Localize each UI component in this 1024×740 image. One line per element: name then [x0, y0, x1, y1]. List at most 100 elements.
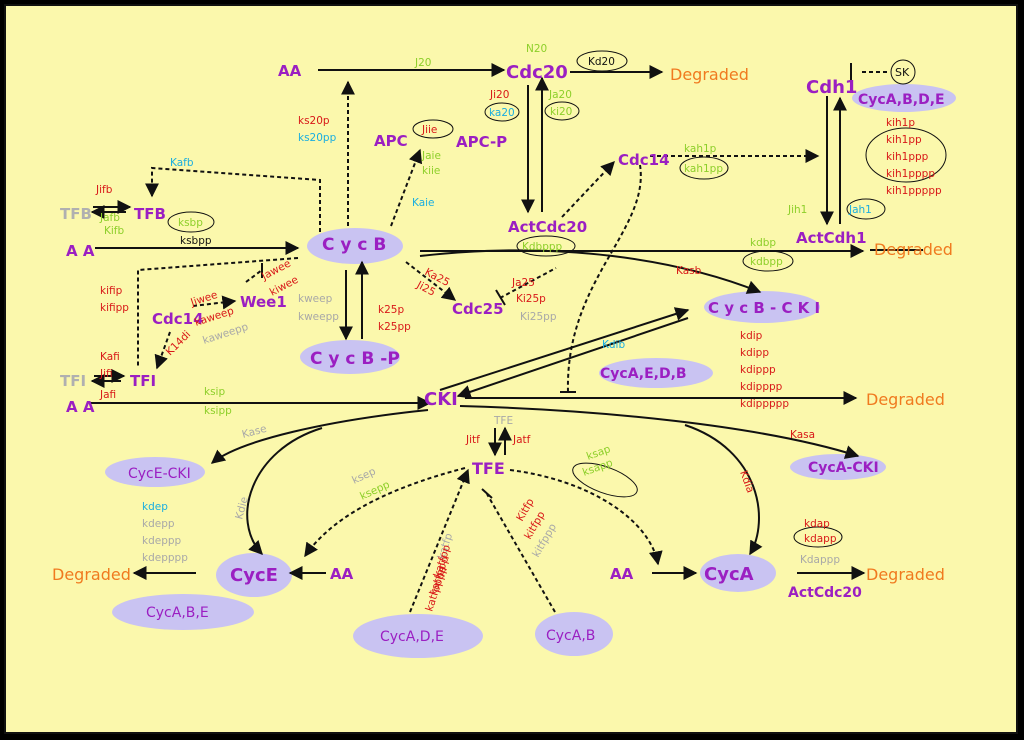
cdh1-inhibitors: CycA,B,D,E [858, 92, 945, 108]
cyca-b: CycA,B [546, 628, 595, 644]
rate-kifipp: kifipp [100, 302, 129, 314]
rate-jih1: Jih1 [787, 204, 807, 216]
blob-cyca-edb [599, 358, 713, 388]
cdh1-node: Cdh1 [806, 77, 857, 98]
rate-ki25p: Ki25p [516, 293, 546, 305]
blob-cdh1-inhibitors [852, 84, 956, 112]
blob-cyce [216, 553, 292, 597]
degraded-cycb: Degraded [874, 240, 953, 259]
aa-cyce: AA [330, 565, 354, 583]
rate-kdia: Kdia [737, 469, 756, 495]
inhibition-bars [261, 63, 852, 499]
degraded-cdc20: Degraded [670, 65, 749, 84]
rate-jafi: Jafi [99, 389, 116, 401]
node-labels: AA Cdc20 Cdh1 SK CycA,B,D,E APC APC-P Cd… [60, 62, 945, 645]
rate-j20: J20 [414, 57, 431, 69]
rate-kih1pp: kih1pp [886, 134, 922, 146]
rate-ka20: ka20 [489, 107, 515, 119]
rate-kaie: Kaie [412, 197, 435, 209]
rate-kdepp: kdepp [142, 518, 175, 530]
rate-tfe-gray: TFE [493, 415, 513, 427]
wee1-inhibition-line [245, 269, 263, 283]
rate-kih1ppp: kih1ppp [886, 151, 929, 163]
rate-ks20p: ks20p [298, 115, 330, 127]
degraded-cyce: Degraded [52, 565, 131, 584]
rate-kdip: kdip [740, 330, 763, 342]
rate-ovals [167, 50, 947, 548]
cdc14-left-node: Cdc14 [152, 310, 204, 328]
aa-cki: A A [66, 398, 95, 416]
wee1-node: Wee1 [240, 293, 287, 311]
rate-kih1pppp: kih1pppp [886, 168, 935, 180]
rate-kdipppp: kdipppp [740, 381, 783, 393]
cdc25-node: Cdc25 [452, 300, 504, 318]
rate-ksbp: ksbp [178, 217, 203, 229]
cyca-be: CycA,B,E [146, 605, 209, 621]
degraded-cyca: Degraded [866, 565, 945, 584]
rate-kafb: Kafb [170, 157, 194, 169]
rate-jiie: Jiie [421, 124, 437, 136]
rate-jaie: Jaie [421, 150, 441, 162]
rate-kdippppp: kdippppp [740, 398, 789, 410]
rate-kah1p: kah1p [684, 143, 717, 155]
rate-kdie: Kdie [233, 496, 251, 521]
actcdc20-node: ActCdc20 [508, 218, 587, 236]
tfb-node: TFB [134, 205, 166, 223]
rate-ksapp: ksapp [581, 457, 615, 479]
rate-kdib: Kdib [602, 339, 625, 351]
cdc20-node: Cdc20 [506, 62, 568, 83]
rate-jifi: Jifi [99, 368, 113, 380]
rate-kdbppp: Kdbppp [522, 241, 563, 253]
rate-kih1ppppp: kih1ppppp [886, 185, 942, 197]
cyce-node: CycE [230, 565, 278, 586]
blob-cycb-cki [704, 291, 820, 323]
cdc14-top-node: Cdc14 [618, 151, 670, 169]
rate-kdepppp: kdepppp [142, 552, 188, 564]
rate-kiie: kiie [422, 165, 440, 177]
cyca-cki-node: CycA-CKI [808, 460, 879, 476]
rate-ksip: ksip [204, 386, 225, 398]
rate-kdipp: kdipp [740, 347, 769, 359]
degraded-cki: Degraded [866, 390, 945, 409]
cyca-node: CycA [704, 564, 754, 585]
rate-kweep: kweep [298, 293, 333, 305]
blob-cyce-cki [105, 457, 205, 487]
rate-ji20: Ji20 [489, 89, 509, 101]
rate-kdapp: kdapp [804, 533, 837, 545]
aa-cycb: A A [66, 242, 95, 260]
rate-labels: J20 N20 Kd20 ks20p ks20pp Ji20 ka20 Ja20… [95, 43, 942, 613]
cycb-cki-node: C y c B - C K I [708, 299, 820, 317]
blob-cyca-b [535, 612, 613, 656]
tfi-inactive-node: TFI [60, 372, 86, 390]
rate-kd20: Kd20 [588, 56, 615, 68]
rate-jiwee: Jiwee [188, 289, 219, 309]
cycb-p-node: C y c B -P [310, 349, 400, 369]
solid-arrows [90, 63, 923, 580]
aa-cdc20: AA [278, 62, 302, 80]
rate-kase: Kase [241, 423, 268, 441]
rate-jitf: Jitf [465, 434, 480, 446]
rate-n20: N20 [526, 43, 547, 55]
cyca-edb: CycA,E,D,B [600, 366, 687, 382]
rate-kdbp: kdbp [750, 237, 776, 249]
rate-kdeppp: kdeppp [142, 535, 182, 547]
sk-node: SK [895, 66, 910, 79]
rate-kah1pp: kah1pp [684, 163, 723, 175]
tfe-node: TFE [472, 459, 505, 478]
actcdh1-node: ActCdh1 [796, 229, 867, 247]
blob-cyca [700, 554, 776, 592]
complex-blobs [105, 84, 956, 658]
apc-node: APC [374, 132, 408, 150]
rate-ks20pp: ks20pp [298, 132, 337, 144]
rate-kasa: Kasa [790, 429, 815, 441]
tfb-inactive-node: TFB [60, 205, 92, 223]
blob-cyca-cki [790, 454, 886, 480]
cyca-de: CycA,D,E [380, 629, 444, 645]
rate-ja20: Ja20 [548, 89, 572, 101]
tfi-node: TFI [130, 372, 156, 390]
cycb-node: C y c B [322, 235, 386, 255]
rate-ksbpp: ksbpp [180, 235, 212, 247]
rate-k25pp: k25pp [378, 321, 411, 333]
